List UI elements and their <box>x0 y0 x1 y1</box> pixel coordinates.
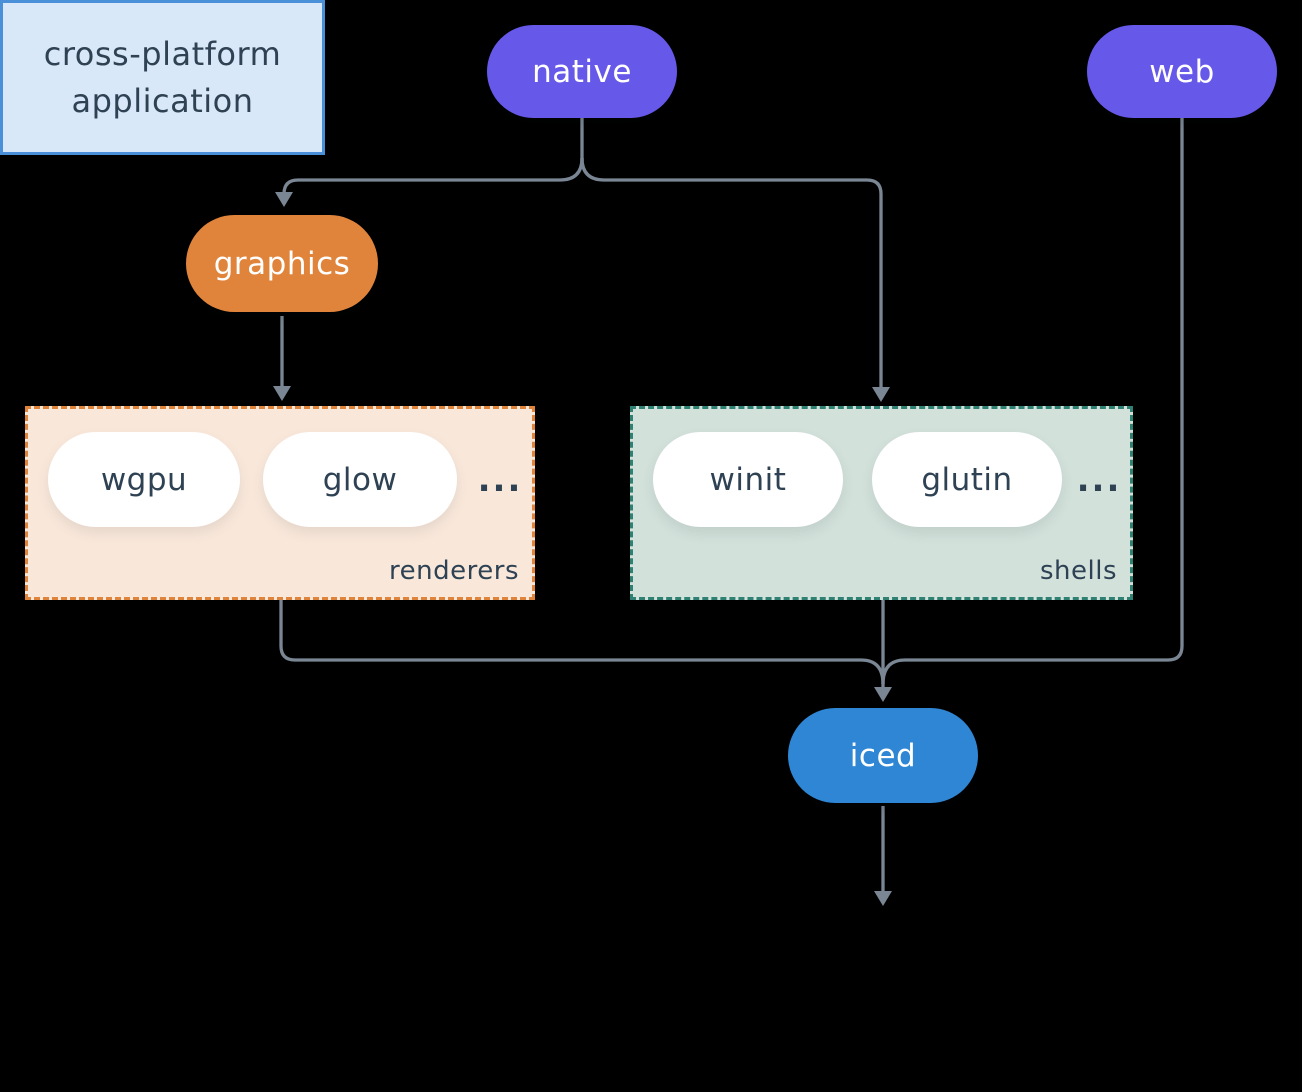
arrowhead-iced <box>874 687 892 702</box>
node-graphics: graphics <box>186 215 378 312</box>
edge-web-to-iced <box>881 118 1184 685</box>
renderers-group-label: renderers <box>389 556 519 586</box>
node-glow-label: glow <box>322 461 398 498</box>
arrowhead-shells <box>872 387 890 402</box>
node-iced-label: iced <box>849 737 917 774</box>
node-wgpu-label: wgpu <box>100 461 188 498</box>
arrowhead-graphics <box>275 192 293 207</box>
node-app-label-line2: application <box>71 81 254 120</box>
group-renderers: wgpu glow ... renderers <box>25 406 535 600</box>
node-glutin-label: glutin <box>921 461 1013 498</box>
node-glutin: glutin <box>872 432 1062 527</box>
node-web-label: web <box>1149 53 1215 90</box>
renderers-ellipsis: ... <box>477 459 523 500</box>
shells-group-label: shells <box>1039 556 1117 586</box>
node-native: native <box>487 25 677 118</box>
edge-native-to-shells <box>580 157 883 389</box>
node-winit: winit <box>653 432 843 527</box>
group-shells: winit glutin ... shells <box>630 406 1133 600</box>
node-glow: glow <box>263 432 457 527</box>
node-native-label: native <box>532 53 632 90</box>
node-iced: iced <box>788 708 978 803</box>
node-cross-platform-application: cross-platform application <box>0 0 325 155</box>
shells-ellipsis: ... <box>1076 459 1122 500</box>
arrowhead-application <box>874 891 892 906</box>
node-app-label-line1: cross-platform <box>43 34 282 73</box>
node-wgpu: wgpu <box>48 432 240 527</box>
arrowhead-renderers <box>273 386 291 401</box>
edge-renderers-to-iced <box>279 600 885 685</box>
node-winit-label: winit <box>709 461 787 498</box>
node-web: web <box>1087 25 1277 118</box>
edge-native-to-graphics <box>282 157 584 195</box>
node-graphics-label: graphics <box>213 245 351 282</box>
